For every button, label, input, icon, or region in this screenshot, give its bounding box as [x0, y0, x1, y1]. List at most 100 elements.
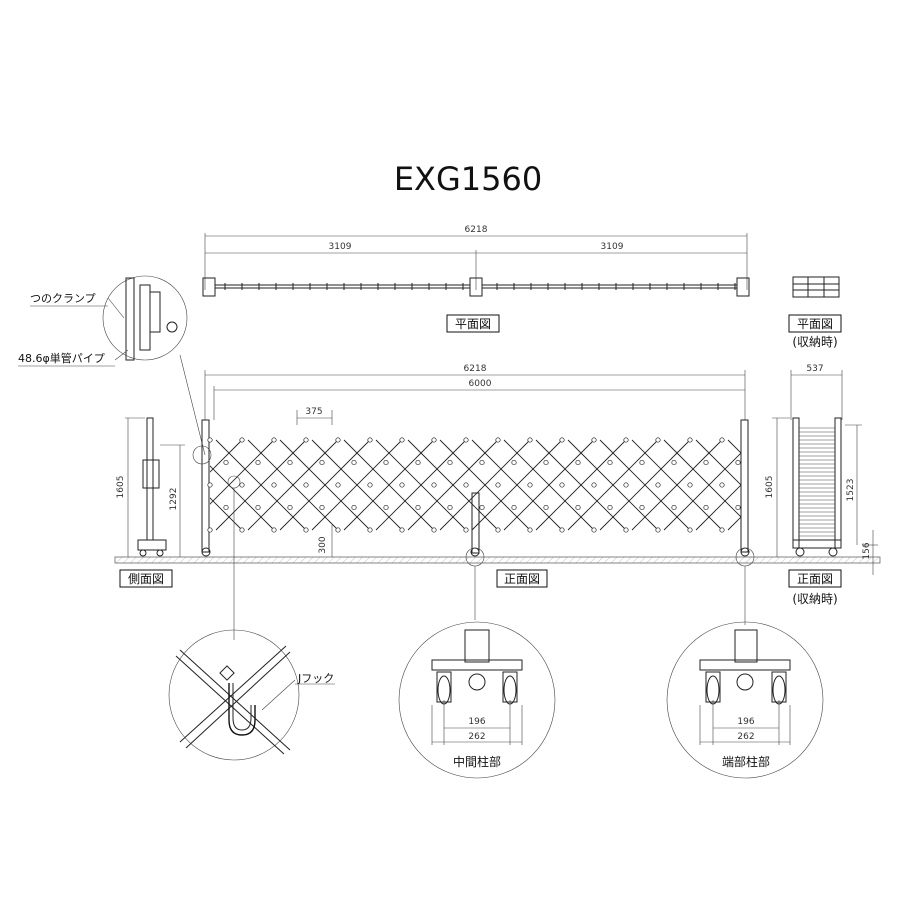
front-pitch-dim: 375: [305, 407, 322, 417]
side-label: 側面図: [128, 572, 164, 586]
lattice-bar: [375, 439, 467, 531]
ground-line: [114, 556, 881, 564]
lattice-pivot: [335, 437, 341, 443]
lattice-pivot: [207, 437, 213, 443]
lattice-pivot: [511, 459, 517, 466]
stored-width-dim: 537: [806, 364, 823, 374]
lattice-pivot: [719, 527, 725, 533]
lattice-bar: [503, 439, 595, 531]
lattice-pivot: [239, 527, 245, 533]
pipe-callout: 48.6φ単管パイプ: [18, 351, 105, 365]
lattice-pivot: [431, 437, 437, 443]
lattice-pivot: [367, 437, 373, 443]
lattice-pivot: [271, 437, 277, 443]
lattice-bar: [631, 439, 723, 531]
lattice-bar: [210, 497, 243, 531]
lattice-pivot: [559, 482, 565, 488]
plan-stored-label: 平面図: [797, 317, 833, 331]
plan-label: 平面図: [455, 317, 491, 331]
side-view: [125, 417, 185, 557]
lattice-pivot: [255, 459, 261, 466]
lattice-pivot: [719, 482, 725, 488]
middle-post-detail: [398, 621, 556, 779]
lattice-pivot: [463, 482, 469, 488]
lattice-bar: [695, 439, 741, 486]
lattice-bar: [471, 439, 563, 531]
lattice-bar: [695, 484, 741, 531]
plan-half-right-dim: 3109: [601, 242, 624, 252]
lattice-pivot: [399, 437, 405, 443]
lattice-pivot: [687, 482, 693, 488]
stored-1605-dim: 1605: [765, 476, 775, 499]
lattice-pivot: [399, 527, 405, 533]
end-inner-dim: 196: [737, 717, 754, 727]
lattice-pivot: [207, 482, 213, 488]
lattice-pivot: [207, 527, 213, 533]
lattice-pivot: [639, 459, 645, 466]
lattice-pivot: [687, 437, 693, 443]
stored-front-sublabel: (収納時): [792, 592, 837, 606]
front-dimensions: [204, 370, 746, 557]
lattice-pivot: [287, 504, 293, 511]
stored-front-label-box: [788, 569, 842, 588]
plan-stored-gate: [792, 276, 840, 298]
lattice-pivot: [223, 459, 229, 466]
lattice-pivot: [319, 459, 325, 466]
lattice-pivot: [255, 504, 261, 511]
clamp-detail: [102, 275, 206, 456]
lattice-pivot: [303, 527, 309, 533]
lattice-bar: [663, 439, 741, 518]
lattice-pivot: [463, 437, 469, 443]
lattice-pivot: [655, 527, 661, 533]
lattice-pivot: [495, 437, 501, 443]
lattice-pivot: [735, 459, 741, 466]
front-overall-dim: 6218: [464, 364, 487, 374]
lattice-bar: [407, 439, 499, 531]
lattice-bar: [792, 440, 882, 530]
lattice-pivot: [591, 527, 597, 533]
lattice-pivot: [463, 527, 469, 533]
lattice-bar: [439, 439, 531, 531]
lattice-pivot: [703, 459, 709, 466]
lattice-bar: [535, 439, 627, 531]
lattice-pivot: [527, 527, 533, 533]
lattice-pivot: [703, 504, 709, 511]
side-1292-dim: 1292: [169, 488, 179, 511]
front-label-box: [496, 569, 548, 588]
lattice-pivot: [367, 527, 373, 533]
lattice-bar: [215, 439, 307, 531]
lattice-pivot: [335, 482, 341, 488]
stored-front-label: 正面図: [797, 572, 833, 586]
lattice-bar: [210, 529, 211, 530]
lattice-bar: [210, 440, 211, 441]
end-outer-dim: 262: [737, 732, 754, 742]
lattice-pivot: [447, 459, 453, 466]
lattice-pivot: [687, 527, 693, 533]
lattice-pivot: [623, 482, 629, 488]
lattice-pivot: [623, 527, 629, 533]
side-1605-dim: 1605: [116, 476, 126, 499]
side-label-box: [119, 569, 173, 588]
lattice-pivot: [351, 504, 357, 511]
plan-view-gate: [202, 277, 750, 297]
lattice-pivot: [415, 459, 421, 466]
lattice-bar: [599, 439, 691, 531]
lattice-pivot: [735, 504, 741, 511]
lattice-pivot: [303, 437, 309, 443]
lattice-pivot: [431, 482, 437, 488]
lattice-pivot: [479, 504, 485, 511]
lattice-pivot: [271, 482, 277, 488]
lattice-pivot: [383, 504, 389, 511]
lattice-pivot: [383, 459, 389, 466]
lattice-pivot: [591, 482, 597, 488]
lattice-pivot: [527, 437, 533, 443]
lattice-pivot: [399, 482, 405, 488]
hook-callout: Jフック: [297, 672, 334, 685]
lattice-pivot: [415, 504, 421, 511]
lattice-pivot: [559, 527, 565, 533]
lattice-bar: [279, 439, 371, 531]
plan-stored-label-box: [788, 314, 842, 333]
lattice-pivot: [303, 482, 309, 488]
lattice-pivot: [287, 459, 293, 466]
lattice-pivot: [335, 527, 341, 533]
